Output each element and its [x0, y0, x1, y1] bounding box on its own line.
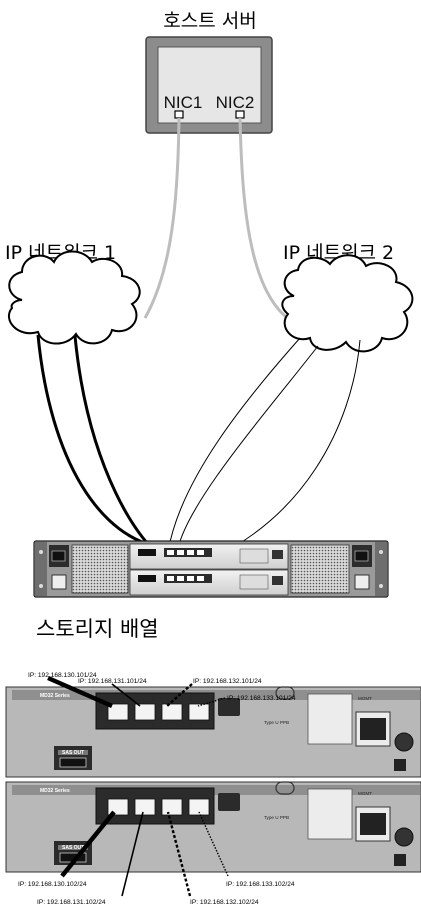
- host-server: NIC1 NIC2: [145, 36, 273, 134]
- controller-b-type-label: Type U PPB: [264, 815, 289, 820]
- controller-detail: MD32 Series SAS OUT Type U PPB MGMT MD32…: [5, 686, 421, 873]
- controller-a-series-label: MD32 Series: [40, 693, 70, 699]
- ip-label-c0-102: IP: 192.168.130.102/24: [18, 881, 87, 888]
- controller-b-mgmt: MGMT: [358, 791, 372, 796]
- ip-label-c3-102: IP: 192.168.133.102/24: [226, 881, 295, 888]
- controller-a-mgmt: MGMT: [358, 696, 372, 701]
- controller-b-series-label: MD32 Series: [40, 788, 70, 794]
- cable-nic2-network2: [238, 117, 291, 322]
- storage-array: [33, 540, 389, 598]
- ip-label-c0-101: IP: 192.168.130.101/24: [28, 672, 97, 679]
- nic1-label: NIC1: [164, 93, 203, 112]
- cable-nic1-network1: [143, 117, 181, 319]
- ip-label-c3-101: IP: 192.168.133.101/24: [227, 695, 296, 702]
- ip-label-c2-101: IP: 192.168.132.101/24: [193, 678, 262, 685]
- nic1-port: [174, 110, 184, 119]
- nic2-label: NIC2: [216, 93, 255, 112]
- nic2-port: [235, 110, 245, 119]
- network1-cloud: [8, 250, 141, 345]
- controller-b-sas-out: SAS OUT: [62, 845, 84, 851]
- storage-array-title: 스토리지 배열: [36, 617, 159, 641]
- network2-cloud: [281, 254, 414, 353]
- host-server-title: 호스트 서버: [163, 10, 256, 32]
- controller-a-type-label: Type U PPB: [264, 720, 289, 725]
- ip-label-c1-102: IP: 192.168.131.102/24: [37, 899, 106, 906]
- ip-label-c1-101: IP: 192.168.131.101/24: [78, 678, 147, 685]
- ip-label-c2-102: IP: 192.168.132.102/24: [190, 899, 259, 906]
- controller-a-sas-out: SAS OUT: [62, 750, 84, 756]
